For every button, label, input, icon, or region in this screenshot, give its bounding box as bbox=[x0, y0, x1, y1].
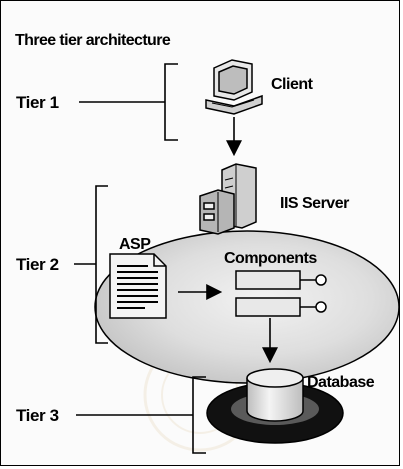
database-icon bbox=[206, 368, 344, 444]
tier1-bracket bbox=[79, 63, 178, 141]
client-label: Client bbox=[271, 76, 314, 93]
component-2 bbox=[235, 297, 327, 317]
database-label: Database bbox=[307, 374, 375, 391]
diagram-title: Three tier architecture bbox=[15, 32, 171, 49]
component-1 bbox=[235, 270, 327, 290]
tier1-label: Tier 1 bbox=[16, 93, 59, 112]
tier2-label: Tier 2 bbox=[16, 255, 59, 274]
asp-label: ASP bbox=[119, 236, 151, 253]
tier2-bracket bbox=[74, 185, 108, 344]
tier3-bracket bbox=[76, 376, 206, 454]
components-label: Components bbox=[224, 250, 317, 267]
client-computer-icon bbox=[205, 59, 263, 115]
tier3-label: Tier 3 bbox=[16, 406, 59, 425]
iis-server-icon bbox=[199, 163, 257, 235]
iis-server-label: IIS Server bbox=[280, 195, 349, 212]
asp-document-icon bbox=[109, 253, 167, 319]
